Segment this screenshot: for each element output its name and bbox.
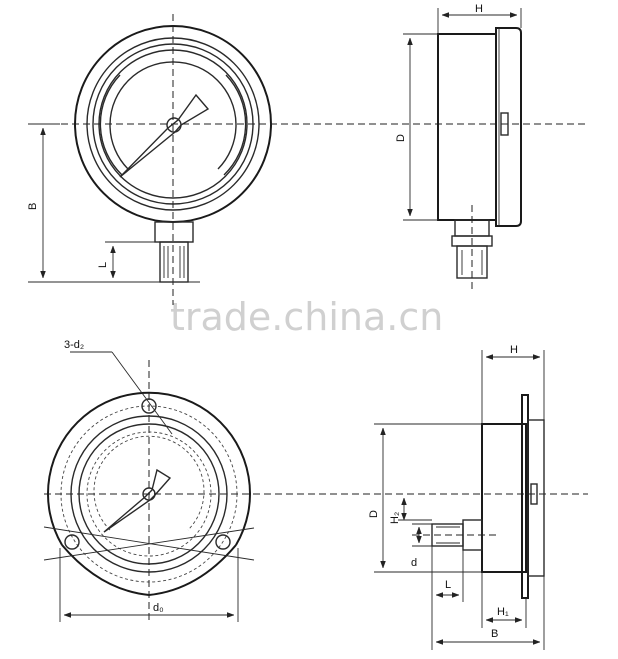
label-H-top: H	[475, 3, 483, 15]
stem-neck	[154, 221, 194, 243]
label-D-bottom: D	[368, 510, 380, 518]
label-L-bottom: L	[445, 579, 451, 591]
label-B-bottom: B	[491, 628, 498, 640]
label-H2: H₂	[389, 512, 401, 524]
bezel-side	[495, 27, 522, 227]
top-side-view: H D	[395, 3, 522, 290]
label-L-top: L	[97, 262, 109, 268]
bottom-side-view: H D H₂ d L H₁ B	[368, 344, 545, 650]
bottom-pointer-needle	[103, 468, 172, 533]
label-D-top: D	[395, 134, 407, 142]
label-3-d2: 3-d₂	[64, 339, 84, 351]
scale-dotted-arc	[93, 435, 205, 531]
pointer-needle	[119, 93, 210, 178]
label-H1: H₁	[497, 606, 509, 618]
front-bezel-side	[527, 419, 545, 577]
back-case-body	[481, 423, 527, 573]
vent-plug	[500, 112, 509, 136]
flange-outline	[47, 391, 251, 546]
top-front-view: B L	[27, 14, 588, 305]
label-d: d	[411, 557, 417, 569]
watermark-text: trade.china.cn	[170, 295, 443, 339]
back-vent-plug	[530, 483, 538, 505]
bottom-front-view: 3-d₂ d₀	[43, 339, 588, 622]
label-d0: d₀	[153, 602, 164, 614]
label-B-top: B	[27, 203, 39, 210]
bolt-hole-right	[215, 534, 231, 550]
label-H-bottom: H	[510, 344, 518, 356]
pointer-hub	[166, 117, 182, 133]
scale-arc-left	[99, 74, 123, 176]
callout-leader	[111, 351, 173, 435]
scale-arc-right	[223, 74, 247, 176]
case-body-side	[437, 33, 497, 221]
bolt-hole-left	[64, 534, 80, 550]
flange-plate	[521, 394, 529, 599]
